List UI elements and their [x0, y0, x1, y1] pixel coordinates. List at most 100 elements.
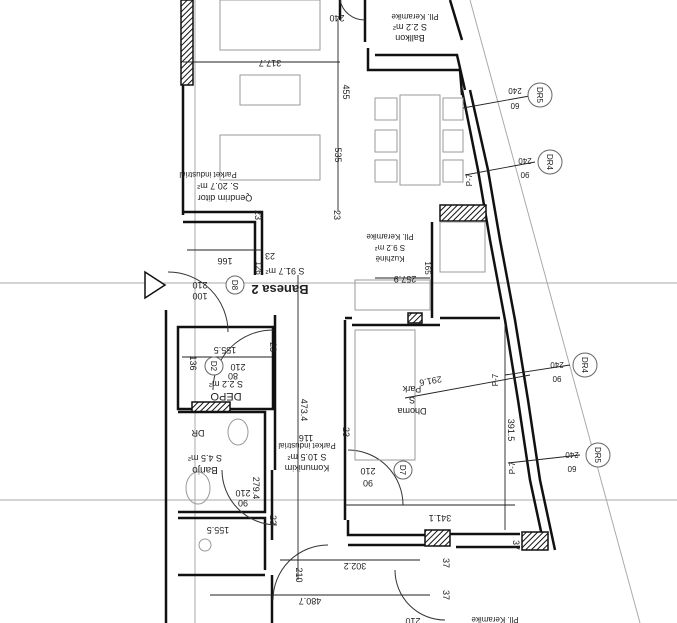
walls [164, 0, 557, 623]
column [521, 531, 549, 551]
dimension-label: 155.5 [207, 525, 230, 535]
room-area-bath: S 4.5 m² [188, 453, 222, 463]
room-name-depo: DEPO [210, 390, 242, 402]
room-name-bedroom: Dhoma [397, 406, 426, 416]
sofa [219, 134, 321, 181]
dimension-label: 126 [254, 261, 263, 275]
column [407, 312, 423, 324]
dining-table [399, 94, 441, 186]
door-width: 90 [363, 478, 373, 488]
room-floor-corridor: Parket industrial [278, 441, 336, 450]
room-floor-lower: Pll. Keramike [471, 615, 519, 623]
door-width: 90 [238, 498, 248, 508]
dimension-label: 279.4 [251, 477, 261, 500]
door-width: 80 [228, 371, 238, 381]
column [424, 529, 451, 547]
room-floor-bedroom: Park [402, 384, 421, 394]
window-tag: DR5 [593, 447, 602, 464]
room-name-bath: Banjo [192, 464, 218, 475]
dimension-label: 23 [268, 515, 278, 525]
wall-type-tag: P-7 [465, 173, 474, 186]
window-tag: DR4 [580, 357, 589, 374]
dimension-label: 165 [423, 261, 432, 275]
dimension-label: 23 [332, 210, 342, 220]
door-height: 210 [230, 362, 245, 372]
window-tags [204, 82, 611, 480]
window-height: 240 [508, 86, 522, 95]
apartment-title: Banesa 2 [251, 282, 308, 297]
dimension-label: 257.9 [394, 274, 417, 284]
sink [185, 471, 211, 505]
window-height: 240 [565, 450, 579, 459]
door-height: 210 [360, 466, 375, 476]
dimension-label: 23 [268, 342, 278, 352]
room-floor-living: Parket industrial [179, 170, 237, 179]
window-height: 240 [550, 360, 564, 369]
door-tag-circle [204, 356, 224, 376]
window-tag-circle [537, 149, 563, 175]
room-name-corridor: Komunikim [285, 463, 330, 473]
room-area-corridor: S 10.5 m² [287, 452, 326, 462]
stove [439, 221, 486, 273]
room-name-balcony: Ballkon [395, 33, 425, 43]
window-width: 90 [552, 374, 561, 383]
dimension-label: 23 [265, 251, 275, 261]
room-area-balcony: S 2.2 m² [393, 22, 427, 32]
door-tag-circle [393, 460, 413, 480]
room-tag-bath: DR [191, 428, 204, 438]
room-floor-kitchen: Pll. Keramike [366, 232, 414, 241]
toilet [227, 418, 249, 446]
dimension-label: 480.7 [299, 596, 322, 606]
dimension-label: 37 [441, 558, 451, 568]
coffee-table [239, 74, 301, 106]
dimension-label: 317.7 [259, 58, 282, 68]
exterior-wall-segment [180, 0, 194, 86]
door-width: 100 [192, 291, 207, 301]
dimension-label: 210 [294, 567, 304, 582]
door-tag-circle [225, 275, 245, 295]
dimension-label: 37 [511, 540, 521, 550]
door-height: 210 [235, 488, 250, 498]
room-area-bedroom: S [409, 395, 415, 405]
column [439, 204, 487, 222]
dimension-label: 155.5 [214, 345, 237, 355]
door-height: 240 [329, 13, 344, 23]
window-tag-circle [572, 352, 598, 378]
dimension-label: 455 [341, 84, 351, 99]
dimension-label: 291.6 [419, 374, 443, 388]
dimension-label: 391.5 [506, 419, 516, 442]
room-name-kitchen: Kuzhinë [375, 254, 404, 263]
door-tag: D8 [230, 280, 239, 291]
dimension-lines [182, 20, 581, 596]
door-tag: D7 [398, 465, 407, 476]
dimension-label: 23 [253, 210, 263, 220]
dimension-label: 166 [217, 256, 232, 266]
window-width: 60 [567, 464, 576, 473]
dimension-label: 116 [299, 433, 313, 443]
dimension-label: 23 [341, 427, 351, 437]
window-tag-circle [585, 442, 611, 468]
furniture [185, 0, 486, 552]
apartment-area: S 91.7 m² [265, 266, 304, 276]
door-swings [167, 0, 446, 621]
door-tag: D2 [209, 361, 218, 372]
dimension-label: 37 [441, 590, 451, 600]
window-width: 60 [510, 101, 519, 110]
door-height: 210 [405, 616, 420, 623]
dimension-label: 341.1 [429, 513, 452, 523]
window-width: 90 [520, 170, 529, 179]
wall-type-tag: P-7 [508, 461, 517, 474]
room-floor-balcony: Pll. Keramike [391, 12, 439, 21]
room-area-depo: S 2.2 m² [209, 379, 243, 389]
window-tag: DR5 [535, 87, 544, 104]
dimension-label: 473.4 [299, 399, 309, 422]
dimension-label: 535 [333, 147, 343, 162]
window-tag-circle [527, 82, 553, 108]
dimension-label: 302.2 [344, 561, 367, 571]
bed [354, 329, 416, 461]
door-height: 210 [192, 280, 207, 290]
sofa [219, 0, 321, 51]
labels: Banesa 2 S 91.7 m² Qendrim ditor S. 20.7… [179, 12, 602, 623]
